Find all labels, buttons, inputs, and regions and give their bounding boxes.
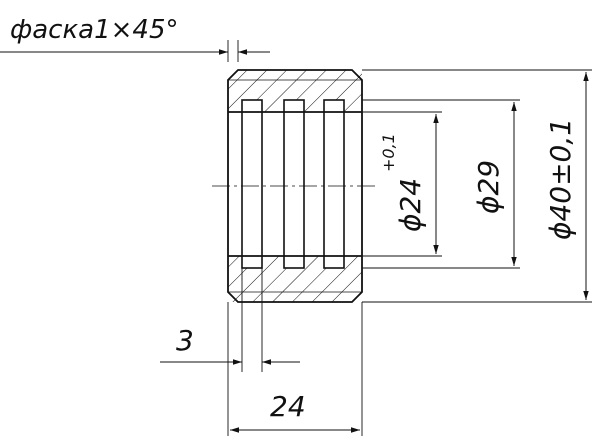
overall-width-label: 24 — [270, 390, 306, 423]
chamfer-label: фаска1×45° — [10, 15, 179, 45]
inner-diameter-tolerance: +0,1 — [379, 133, 398, 172]
section-hatching — [228, 70, 362, 302]
groove-diameter-label: ϕ29 — [472, 160, 505, 214]
outer-diameter-label: ϕ40±0,1 — [544, 118, 577, 240]
small-width-label: 3 — [176, 324, 194, 357]
dimension-lines — [0, 49, 589, 433]
extension-lines — [227, 40, 592, 436]
part-outline — [227, 69, 363, 303]
inner-diameter-label: ϕ24 — [394, 178, 427, 232]
